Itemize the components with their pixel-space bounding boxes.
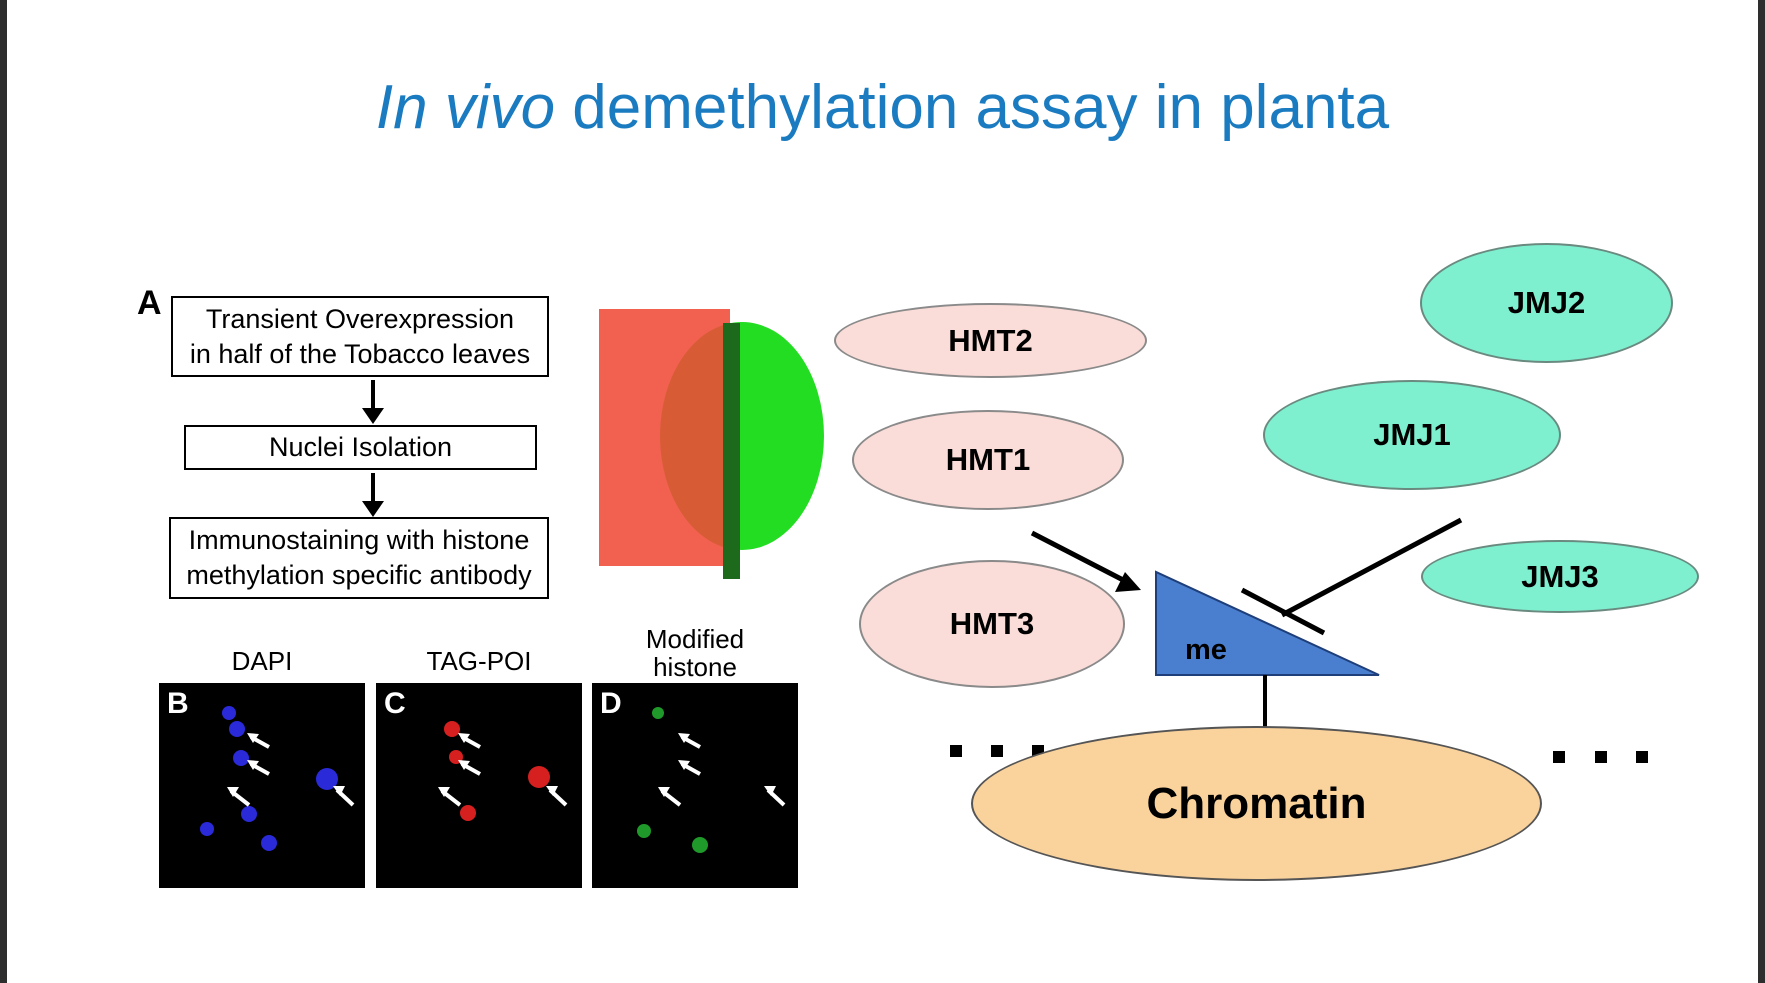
title-rest: demethylation assay in planta	[555, 73, 1390, 142]
methyl-mark-triangle	[1155, 570, 1380, 676]
chromatin-dots-right	[1553, 751, 1648, 763]
hmt1-ellipse: HMT1	[852, 410, 1124, 510]
step3-line1: Immunostaining with histone	[188, 525, 530, 555]
jmj1-ellipse: JMJ1	[1263, 380, 1561, 490]
micrograph-modified-histone: D	[592, 683, 798, 888]
jmj3-ellipse: JMJ3	[1421, 540, 1699, 613]
panel-d-letter: D	[600, 687, 622, 720]
flow-arrow-1	[362, 380, 384, 424]
title-italic: In vivo	[375, 73, 556, 142]
label-tag-poi: TAG-POI	[426, 646, 532, 676]
tag-poi-nuclei	[438, 721, 568, 821]
jmj-inhibition-line	[1280, 517, 1463, 618]
step-nuclei-isolation-box: Nuclei Isolation	[184, 425, 537, 470]
step2-label: Nuclei Isolation	[268, 432, 453, 462]
slide: In vivo demethylation assay in planta A …	[7, 0, 1758, 983]
step-immunostaining-box: Immunostaining with histone methylation …	[169, 517, 549, 599]
inhibition-bar	[1240, 587, 1326, 636]
label-dapi: DAPI	[231, 646, 293, 676]
panel-b-letter: B	[167, 687, 189, 720]
dapi-nuclei	[200, 706, 355, 851]
jmj2-ellipse: JMJ2	[1420, 243, 1673, 363]
hmt-arrow-line	[1030, 530, 1129, 585]
panel-c-letter: C	[384, 687, 406, 720]
hmt3-ellipse: HMT3	[859, 560, 1125, 688]
label-modified-histone: Modified histone	[592, 625, 798, 681]
hmt-arrowhead	[1115, 572, 1141, 592]
step3-line2: methylation specific antibody	[186, 560, 532, 590]
step1-line2: in half of the Tobacco leaves	[189, 338, 531, 369]
histone-nuclei	[637, 707, 786, 853]
step-overexpression-box: Transient Overexpression in half of the …	[171, 296, 549, 377]
micrograph-dapi: B	[159, 683, 365, 888]
flow-arrow-2	[362, 473, 384, 517]
panel-a-letter: A	[137, 284, 162, 322]
label-modified-line1: Modified	[645, 624, 745, 654]
hmt2-ellipse: HMT2	[834, 303, 1147, 378]
micrograph-tag-poi: C	[376, 683, 582, 888]
chromatin-ellipse: Chromatin	[971, 726, 1542, 881]
step1-line1: Transient Overexpression	[205, 303, 515, 334]
slide-title: In vivo demethylation assay in planta	[7, 72, 1758, 143]
label-modified-line2: histone	[653, 652, 737, 682]
overexpression-rect	[599, 309, 730, 566]
leaf-midrib	[723, 323, 740, 579]
leaf-illustration	[599, 309, 824, 579]
methyl-mark-label: me	[1185, 634, 1227, 666]
